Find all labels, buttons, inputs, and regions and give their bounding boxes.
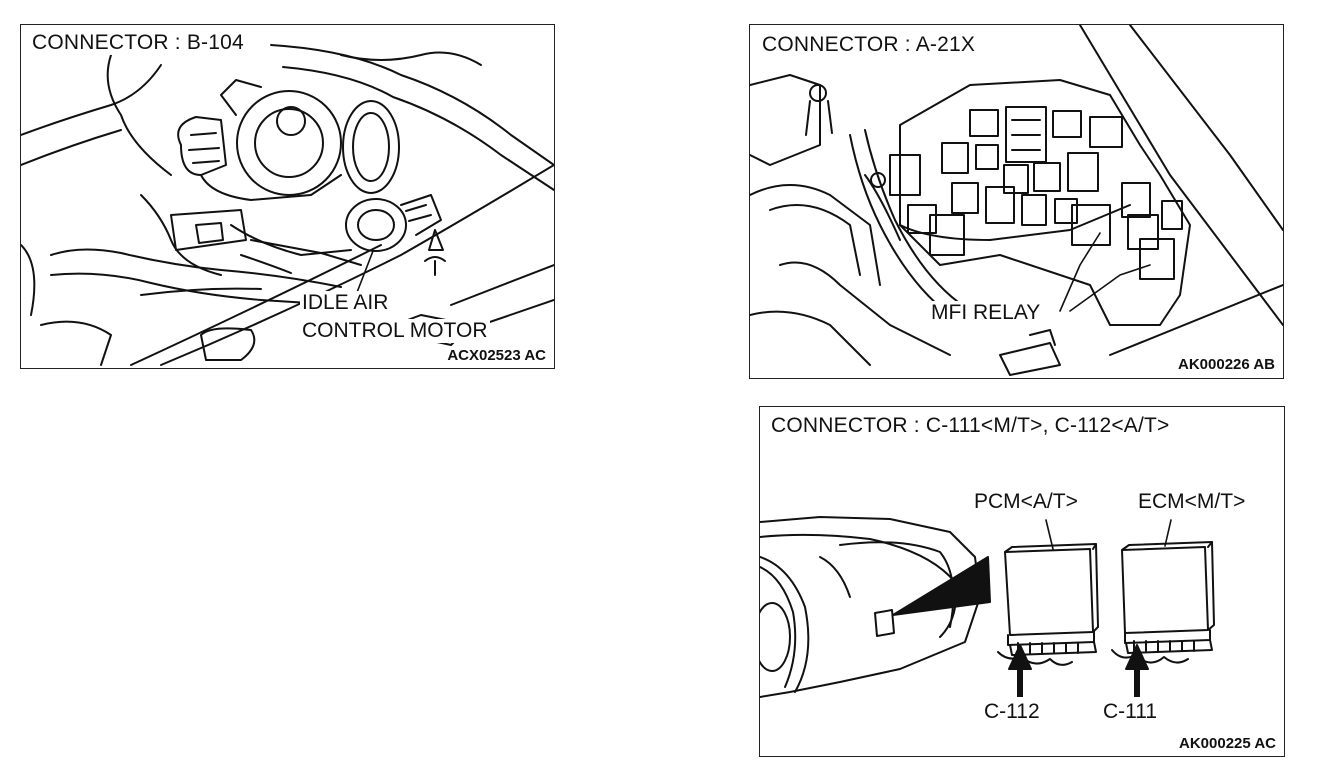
callout-c112: C-112 <box>982 700 1042 724</box>
callout-mfi-relay: MFI RELAY <box>929 301 1043 325</box>
callout-idle-air-line1: IDLE AIR <box>300 291 391 315</box>
relay-box-drawing <box>750 25 1283 376</box>
diagram-panel-b104: CONNECTOR : B-104 IDLE AIR CONTROL MOTOR… <box>20 24 555 369</box>
panel-title: CONNECTOR : B-104 <box>30 31 246 55</box>
diagram-panel-c111-c112: CONNECTOR : C-111<M/T>, C-112<A/T> PCM<A… <box>759 406 1285 757</box>
ecu-location-drawing <box>760 516 1215 698</box>
callout-pcm: PCM<A/T> <box>972 490 1080 514</box>
figure-code: ACX02523 AC <box>445 347 548 364</box>
callout-c111: C-111 <box>1101 700 1160 724</box>
figure-code: AK000225 AC <box>1177 735 1278 752</box>
callout-idle-air-line2: CONTROL MOTOR <box>300 319 490 343</box>
figure-code: AK000226 AB <box>1176 356 1277 373</box>
engine-throttle-drawing <box>21 44 554 366</box>
callout-ecm: ECM<M/T> <box>1136 490 1248 514</box>
diagram-panel-a21x: CONNECTOR : A-21X MFI RELAY AK000226 AB <box>749 24 1284 379</box>
panel-title: CONNECTOR : A-21X <box>760 33 978 57</box>
panel-title: CONNECTOR : C-111<M/T>, C-112<A/T> <box>769 414 1172 438</box>
